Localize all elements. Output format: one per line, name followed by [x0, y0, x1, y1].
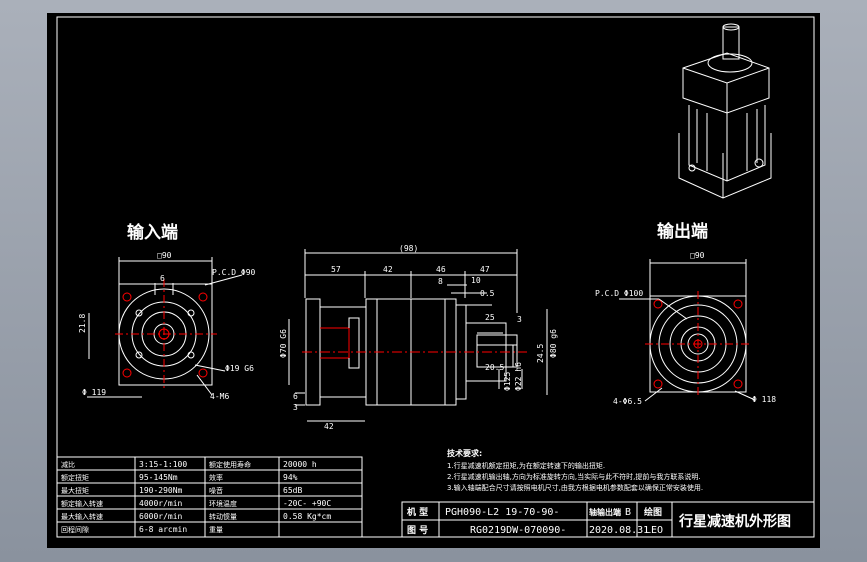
- input-dim-square: □90: [157, 251, 172, 260]
- input-dim-pcd: P.C.D Φ90: [212, 268, 256, 277]
- notes-line-1: 1.行星减速机额定扭矩,为在额定转速下的输出扭矩.: [447, 461, 605, 470]
- side-dim-80g6: Φ80 g6: [549, 329, 558, 358]
- side-dim-245: 24.5: [536, 344, 545, 363]
- spec-value-4-1: 6000r/min: [139, 512, 183, 521]
- side-dim-3: 3: [517, 315, 522, 324]
- label-model: 机 型: [407, 506, 428, 518]
- side-dim-46: 46: [436, 265, 446, 274]
- drawing-viewport[interactable]: 输入端 输出端: [47, 13, 820, 548]
- side-dim-overall: (98): [399, 244, 418, 253]
- side-dim-47: 47: [480, 265, 490, 274]
- spec-label-3-2: 环境温度: [209, 499, 237, 508]
- model-number: PGH090-L2 19-70-90-: [445, 507, 559, 518]
- input-view-title: 输入端: [127, 222, 178, 243]
- input-dim-218: 21.8: [78, 314, 87, 333]
- label-drawn-by: 绘图: [644, 506, 662, 518]
- spec-label-0-0: 减比: [61, 460, 75, 469]
- side-dim-10: 10: [471, 276, 481, 285]
- spec-value-3-3: -20C- +90C: [283, 499, 331, 508]
- side-dim-205: 20.5: [485, 363, 504, 372]
- spec-label-5-2: 重量: [209, 526, 223, 534]
- drawing-date: 2020.08.31: [589, 525, 649, 536]
- side-dim-6: 6: [293, 392, 298, 401]
- side-dim-3b: 3: [293, 403, 298, 412]
- output-dim-square: □90: [690, 251, 705, 260]
- input-dim-6: 6: [160, 274, 165, 283]
- side-dim-42: 42: [383, 265, 393, 274]
- input-dim-1965: Φ19 G6: [225, 364, 254, 373]
- side-dim-125: Φ125: [503, 372, 512, 391]
- output-dim-465: 4-Φ6.5: [613, 397, 642, 406]
- spec-label-5-0: 回程间隙: [61, 525, 89, 534]
- drawing-title: 行星减速机外形图: [678, 513, 791, 530]
- drawing-border: [56, 16, 815, 538]
- spec-value-5-1: 6-8 arcmin: [139, 525, 187, 534]
- spec-value-2-1: 190-290Nm: [139, 486, 183, 495]
- spec-value-1-3: 94%: [283, 473, 298, 482]
- side-dim-70g6: Φ70 G6: [279, 329, 288, 358]
- spec-value-0-1: 3:15-1:100: [139, 460, 187, 469]
- side-dim-25: 25: [485, 313, 495, 322]
- side-dim-22h6: Φ22 h6: [514, 362, 523, 391]
- spec-value-3-1: 4000r/min: [139, 499, 183, 508]
- input-end-view: [87, 257, 243, 398]
- label-shaft: 轴输出端: [589, 507, 621, 517]
- specs-rows: 减比 3:15-1:100 额定使用寿命 20000 h 额定扭矩 95-145Nm 效率 9…: [61, 460, 331, 534]
- output-dim-118: Φ 118: [752, 395, 776, 404]
- input-dim-4m6: 4-M6: [210, 392, 229, 401]
- spec-label-4-0: 最大输入转速: [61, 512, 103, 521]
- spec-value-1-1: 95-145Nm: [139, 473, 178, 482]
- output-end-view: [619, 259, 756, 402]
- side-dim-05: 0.5: [480, 289, 495, 298]
- spec-label-2-0: 最大扭矩: [61, 486, 89, 495]
- title-block: [401, 501, 815, 538]
- spec-label-0-2: 额定使用寿命: [209, 460, 251, 469]
- drawing-canvas: 输入端 输出端: [56, 16, 815, 538]
- gearbox-3d-view: [678, 23, 772, 199]
- spec-label-4-2: 转动惯量: [209, 512, 237, 521]
- side-dim-8: 8: [438, 277, 443, 286]
- spec-label-1-0: 额定扭矩: [61, 473, 89, 482]
- output-dim-pcd: P.C.D Φ100: [595, 289, 643, 298]
- spec-value-2-3: 65dB: [283, 486, 302, 495]
- side-section-view: [288, 249, 548, 422]
- drawing-number: RG0219DW-070090-: [470, 525, 566, 536]
- specs-table: [56, 456, 363, 538]
- side-dim-42b: 42: [324, 422, 334, 431]
- input-dim-119: Φ 119: [82, 388, 106, 397]
- output-view-title: 输出端: [657, 221, 708, 242]
- notes-line-3: 3.输入轴端配合尺寸请按照电机尺寸,由我方根据电机参数配套以确保正常安装使用.: [447, 483, 703, 492]
- side-dim-57: 57: [331, 265, 341, 274]
- model-tag: B: [625, 507, 631, 518]
- label-drawing-no: 图 号: [407, 525, 428, 536]
- notes-heading: 技术要求:: [447, 448, 482, 458]
- notes-line-2: 2.行星减速机输出轴,方向为标准旋转方向,当实际与此不符时,提前与我方联系说明.: [447, 472, 701, 481]
- spec-value-4-3: 0.58 Kg*cm: [283, 512, 331, 521]
- spec-label-1-2: 效率: [209, 473, 223, 482]
- spec-label-3-0: 额定输入转速: [61, 499, 103, 508]
- spec-label-2-2: 噪音: [209, 486, 223, 495]
- spec-value-0-3: 20000 h: [283, 460, 317, 469]
- drawer-name: LEO: [645, 525, 663, 536]
